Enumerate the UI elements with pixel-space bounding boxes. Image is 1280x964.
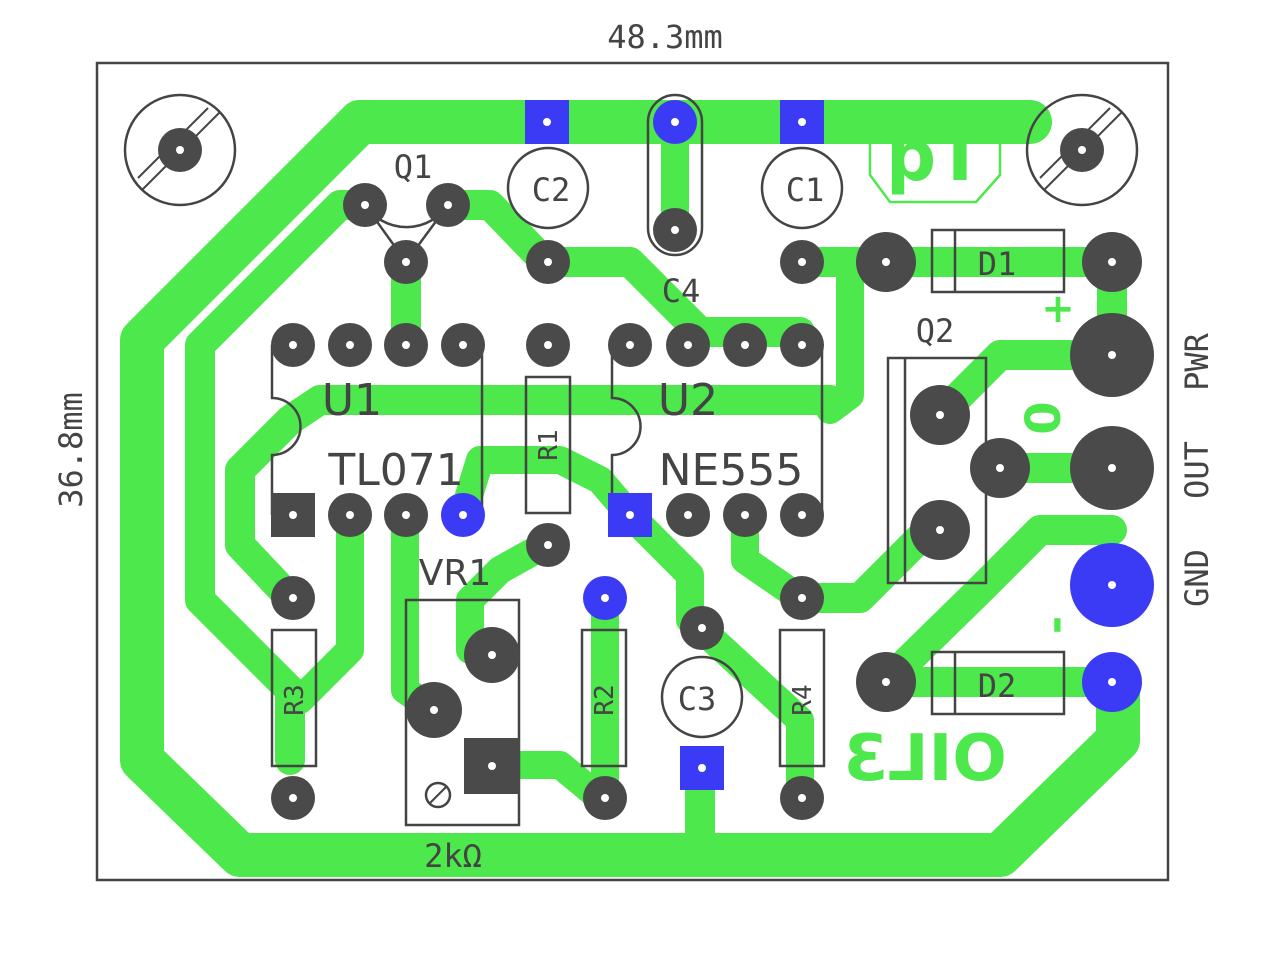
- label-c1: C1: [786, 171, 825, 209]
- pads: [158, 100, 1154, 820]
- label-r3: R3: [280, 684, 310, 715]
- label-d1: D1: [978, 245, 1017, 283]
- mounting-hole-right: [1025, 93, 1139, 207]
- label-u2: U2: [658, 375, 718, 426]
- logo-text: Tq: [886, 115, 984, 197]
- component-outlines: [123, 93, 1139, 827]
- label-c3: C3: [678, 680, 717, 718]
- label-gnd: GND: [1178, 549, 1216, 607]
- label-u1: U1: [322, 375, 382, 426]
- label-plus: +: [1041, 286, 1075, 332]
- label-out: OUT: [1178, 441, 1216, 499]
- component-labels: Q1 C2 C1 C4 D1 D2 Q2 U1 TL071 U2 NE555 V…: [280, 148, 1016, 875]
- label-minus: -: [1030, 616, 1081, 634]
- height-dimension: 36.8mm: [52, 392, 90, 508]
- label-vr1-value: 2kΩ: [424, 837, 482, 875]
- label-vr1: VR1: [419, 553, 492, 594]
- width-dimension: 48.3mm: [607, 18, 723, 56]
- label-u2-part: NE555: [659, 445, 804, 496]
- label-r2: R2: [590, 684, 620, 715]
- label-pwr: PWR: [1178, 332, 1216, 391]
- label-d2: D2: [978, 667, 1017, 705]
- label-r4: R4: [788, 684, 818, 715]
- board-markings: Tq OIL3: [843, 115, 1007, 796]
- label-q1: Q1: [394, 148, 433, 186]
- label-c4: C4: [662, 272, 701, 310]
- label-r1: R1: [534, 429, 564, 460]
- label-zero: 0: [1016, 401, 1072, 434]
- label-c2: C2: [532, 171, 571, 209]
- label-u1-part: TL071: [327, 445, 463, 496]
- mounting-hole-left: [123, 93, 237, 207]
- label-q2: Q2: [916, 312, 955, 350]
- mirrored-board-label: OIL3: [843, 722, 1007, 796]
- connector-labels: + 0 - PWR OUT GND: [1016, 286, 1216, 634]
